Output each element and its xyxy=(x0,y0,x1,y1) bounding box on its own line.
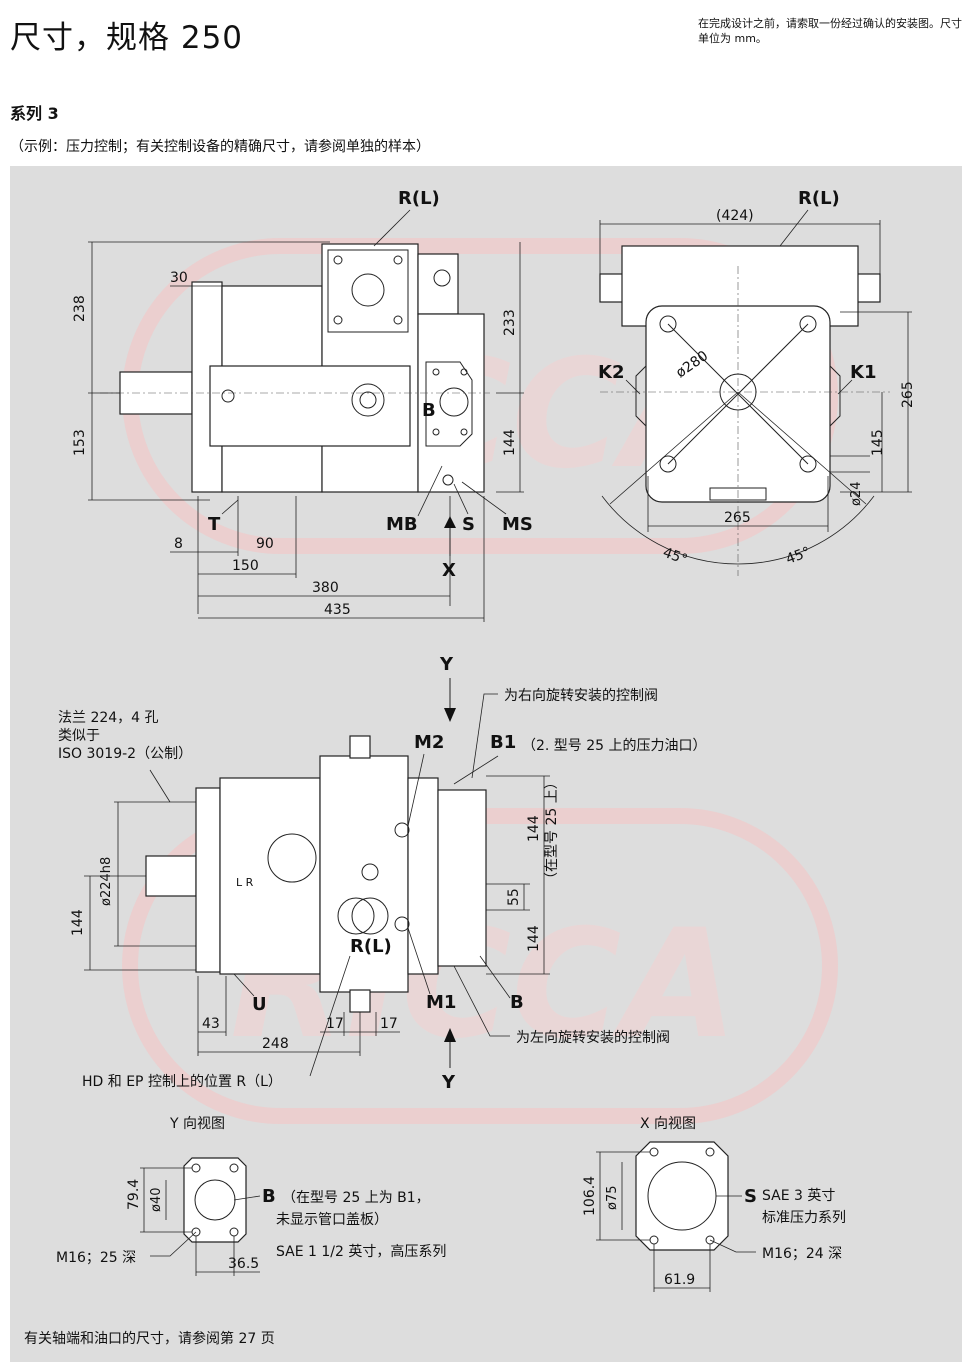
angle-45-left: 45° xyxy=(661,545,690,569)
y-view-title: Y 向视图 xyxy=(169,1116,225,1132)
port-label-rl-top: R(L) xyxy=(350,936,392,957)
dim-30: 30 xyxy=(170,270,188,286)
view-marker-y-bottom: Y xyxy=(441,1072,456,1093)
series-heading: 系列 3 xyxy=(10,104,59,123)
port-label-rl-side: R(L) xyxy=(398,188,440,209)
dim-106-4: 106.4 xyxy=(582,1176,598,1216)
dim-265-width: 265 xyxy=(724,510,751,526)
dim-17-a: 17 xyxy=(326,1016,344,1032)
port-label-u: U xyxy=(252,994,267,1015)
dim-144-upper: 144 xyxy=(526,815,542,842)
dim-380: 380 xyxy=(312,580,339,596)
dim-79-4: 79.4 xyxy=(126,1179,142,1210)
view-marker-x: X xyxy=(442,560,456,581)
dim-233: 233 xyxy=(502,309,518,336)
flange-note-line3: ISO 3019-2（公制） xyxy=(58,746,192,762)
dim-55: 55 xyxy=(506,888,522,906)
dim-43: 43 xyxy=(202,1016,220,1032)
view-marker-y-top: Y xyxy=(439,654,454,675)
label-type-25: （在型号 25 上） xyxy=(544,775,560,886)
flange-note-line1: 法兰 224，4 孔 xyxy=(58,710,159,726)
x-view-title: X 向视图 xyxy=(640,1116,696,1132)
port-label-b-top: B xyxy=(510,992,524,1013)
rotation-lr: L R xyxy=(236,876,254,889)
y-view-b-note2: 未显示管口盖板） xyxy=(276,1212,388,1228)
dim-435: 435 xyxy=(324,602,351,618)
y-view-b-note1: （在型号 25 上为 B1， xyxy=(282,1190,430,1206)
valve-block xyxy=(417,253,459,315)
flange-top xyxy=(195,787,221,973)
control-valve-top xyxy=(437,789,487,967)
x-view: X 向视图 106.4 ø75 61.9 S SAE 3 英寸 标准压力系列 M… xyxy=(582,1116,846,1292)
hd-ep-note: HD 和 EP 控制上的位置 R（L） xyxy=(82,1074,282,1090)
dim-248: 248 xyxy=(262,1036,289,1052)
dim-224: ø224h8 xyxy=(99,857,114,906)
technical-drawing: RICCA RICCA 238 153 30 xyxy=(56,188,916,1292)
design-note: 在完成设计之前，请索取一份经过确认的安装图。尺寸单位为 mm。 xyxy=(698,17,962,45)
side-view: 238 153 30 233 144 8 90 150 380 435 R(L)… xyxy=(72,188,533,622)
dim-90: 90 xyxy=(256,536,274,552)
footer-note: 有关轴端和油口的尺寸，请参阅第 27 页 xyxy=(24,1331,275,1347)
control-housing xyxy=(417,313,485,493)
port-label-k1: K1 xyxy=(850,362,876,383)
front-view: (424) R(L) ø280 265 265 145 ø24 K2 K1 45… xyxy=(598,188,916,576)
dim-17-b: 17 xyxy=(380,1016,398,1032)
dim-150: 150 xyxy=(232,558,259,574)
x-view-m16: M16；24 深 xyxy=(762,1246,842,1262)
port-label-rl-front: R(L) xyxy=(798,188,840,209)
shaft-top xyxy=(145,855,197,897)
flange-b xyxy=(183,1157,247,1243)
x-view-sae-line1: SAE 3 英寸 xyxy=(762,1187,835,1204)
dim-424: (424) xyxy=(716,208,754,224)
y-view-sae: SAE 1 1/2 英寸，高压系列 xyxy=(276,1243,446,1260)
housing-rib xyxy=(209,365,411,447)
port-label-k2: K2 xyxy=(598,362,624,383)
dim-145: 145 xyxy=(870,429,886,456)
dim-144: 144 xyxy=(502,429,518,456)
port-label-mb: MB xyxy=(386,514,418,535)
port-label-ms: MS xyxy=(502,514,533,535)
x-view-sae-line2: 标准压力系列 xyxy=(762,1210,846,1226)
dim-61-9: 61.9 xyxy=(664,1272,695,1288)
page-title: 尺寸，规格 250 xyxy=(10,20,244,56)
port-label-m1: M1 xyxy=(426,992,456,1013)
dim-24: ø24 xyxy=(849,482,864,507)
port-label-m2: M2 xyxy=(414,732,444,753)
drawing-panel: RICCA RICCA 238 153 30 xyxy=(10,166,962,1362)
top-view: L R Y 为右向旋转安装的控制阀 M2 B1 （2. 型号 25 上的压力油口… xyxy=(58,654,707,1093)
dim-144-lower: 144 xyxy=(526,925,542,952)
y-view: Y 向视图 79.4 ø40 36.5 B （在型号 25 上为 B1， 未显示… xyxy=(56,1116,446,1276)
label-right-rotation-valve: 为右向旋转安装的控制阀 xyxy=(504,688,658,704)
angle-45-right: 45° xyxy=(784,544,813,568)
flange-note-line2: 类似于 xyxy=(58,728,100,744)
label-b1-note: （2. 型号 25 上的压力油口） xyxy=(522,738,707,754)
dim-36-5: 36.5 xyxy=(228,1256,259,1272)
dim-40: ø40 xyxy=(149,1188,164,1213)
y-view-m16: M16；25 深 xyxy=(56,1250,136,1266)
port-label-b1: B1 xyxy=(490,732,516,753)
dim-8: 8 xyxy=(174,536,183,552)
port-label-s-xview: S xyxy=(744,1186,757,1207)
example-note: （示例：压力控制；有关控制设备的精确尺寸，请参阅单独的样本） xyxy=(10,139,430,155)
port-label-b-yview: B xyxy=(262,1186,276,1207)
dim-153: 153 xyxy=(72,429,88,456)
label-left-rotation-valve: 为左向旋转安装的控制阀 xyxy=(516,1030,670,1046)
dim-265-height: 265 xyxy=(900,381,916,408)
dim-238: 238 xyxy=(72,295,88,322)
dim-144-left: 144 xyxy=(70,909,86,936)
port-label-s: S xyxy=(462,514,475,535)
flange-s xyxy=(635,1141,729,1251)
dim-75: ø75 xyxy=(605,1186,620,1211)
port-label-t: T xyxy=(208,514,221,535)
port-label-b: B xyxy=(422,400,436,421)
